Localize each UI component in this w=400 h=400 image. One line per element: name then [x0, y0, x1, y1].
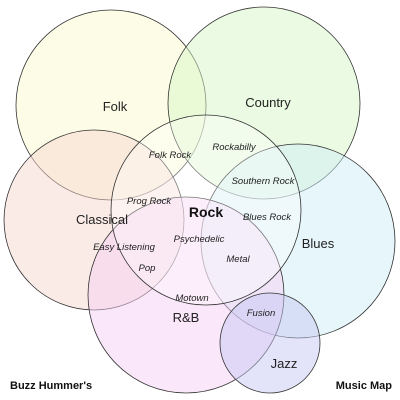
classical-label: Classical — [76, 212, 128, 227]
jazz-label: Jazz — [271, 356, 298, 371]
fusion-label: Fusion — [247, 308, 276, 319]
blues-rock-label: Blues Rock — [243, 212, 292, 223]
motown-label: Motown — [175, 293, 208, 304]
easy-listening-label: Easy Listening — [93, 242, 156, 253]
rock-circle — [110, 114, 302, 306]
folk-rock-label: Folk Rock — [149, 150, 192, 161]
jazz-circle — [219, 292, 321, 394]
pop-label: Pop — [139, 263, 156, 274]
rock-label: Rock — [189, 204, 223, 220]
country-label: Country — [245, 95, 291, 110]
folk-label: Folk — [103, 99, 128, 114]
author-credit: Buzz Hummer's — [10, 380, 92, 392]
southern-rock-label: Southern Rock — [232, 176, 296, 187]
prog-rock-label: Prog Rock — [127, 196, 173, 207]
title-credit: Music Map — [336, 380, 393, 392]
blues-label: Blues — [302, 236, 335, 251]
metal-label: Metal — [226, 254, 250, 265]
psychedelic-label: Psychedelic — [174, 234, 225, 245]
rockabilly-label: Rockabilly — [212, 142, 257, 153]
rnb-label: R&B — [173, 310, 200, 325]
